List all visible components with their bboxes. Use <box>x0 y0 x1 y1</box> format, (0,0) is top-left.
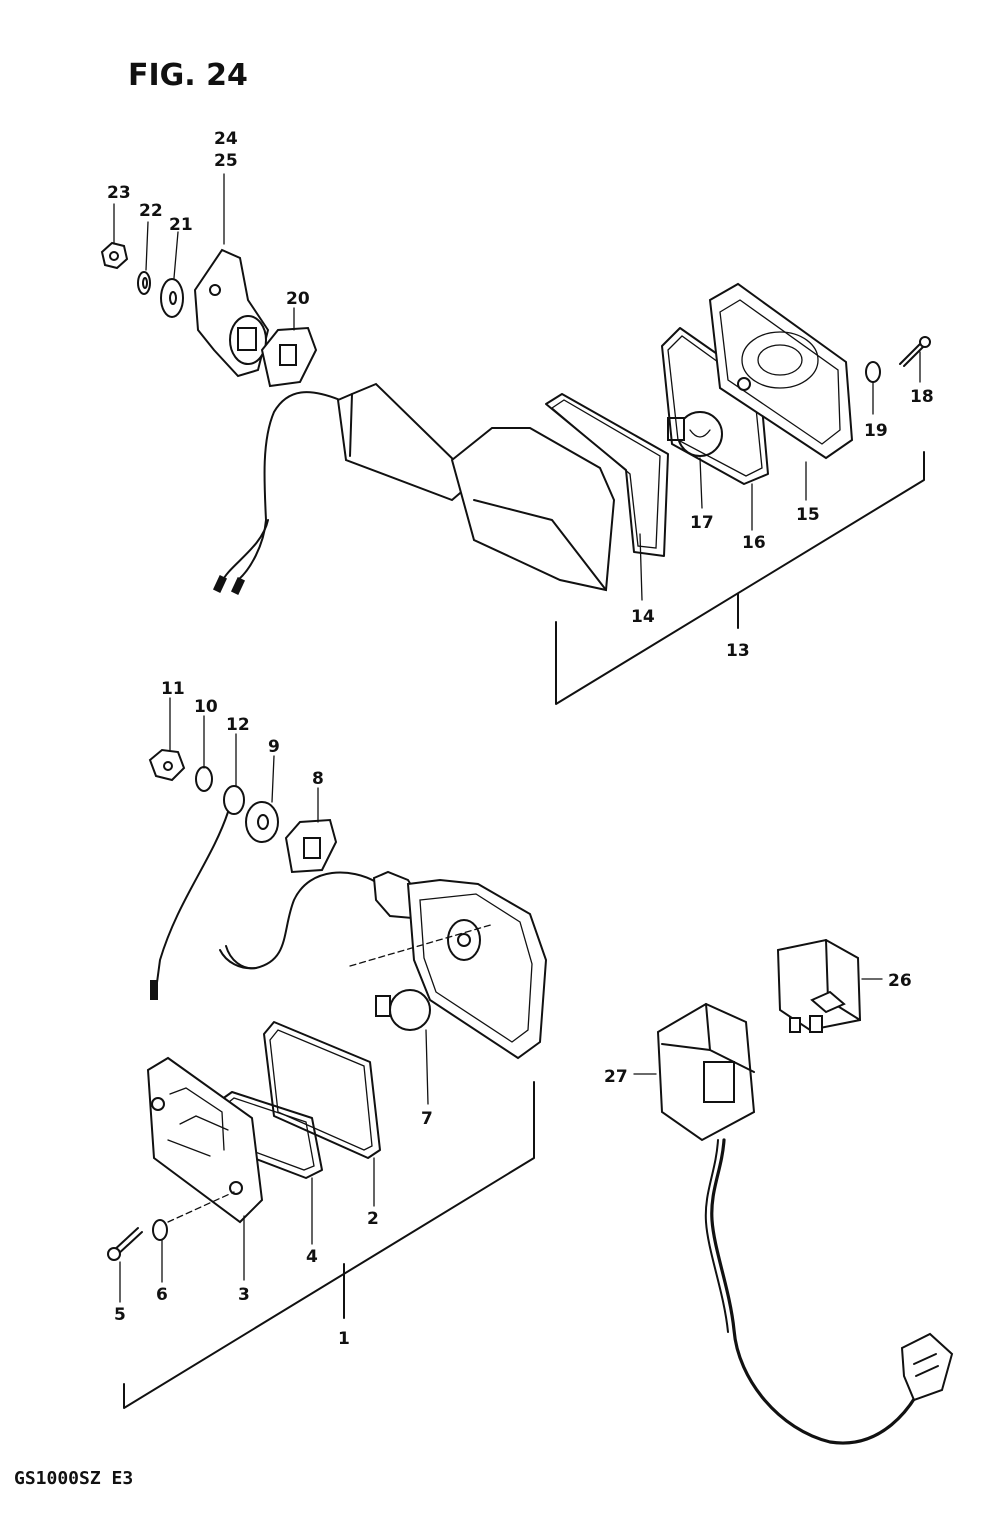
grommet-8 <box>284 818 338 874</box>
ground-wire-12 <box>150 785 245 1000</box>
lens-15 <box>708 282 854 460</box>
callout-16: 16 <box>742 533 766 553</box>
callout-4: 4 <box>306 1247 318 1267</box>
callout-7: 7 <box>421 1109 433 1129</box>
bulb-7 <box>375 989 431 1031</box>
callout-5: 5 <box>114 1305 126 1325</box>
callout-17: 17 <box>690 513 714 533</box>
callout-23: 23 <box>107 183 131 203</box>
callout-8: 8 <box>312 769 324 789</box>
callout-1: 1 <box>338 1329 350 1349</box>
callout-15: 15 <box>796 505 820 525</box>
rear-turn-signal-assembly <box>100 241 931 595</box>
callout-12: 12 <box>226 715 250 735</box>
bulb-17 <box>667 411 723 457</box>
leader-lines <box>113 173 921 1303</box>
callout-26: 26 <box>888 971 912 991</box>
callout-10: 10 <box>194 697 218 717</box>
callout-25: 25 <box>214 151 238 171</box>
callout-24: 24 <box>214 129 238 149</box>
lock-washer-22 <box>137 271 151 295</box>
callout-22: 22 <box>139 201 163 221</box>
callout-6: 6 <box>156 1285 168 1305</box>
screw-5 <box>107 1227 143 1261</box>
gasket-2 <box>263 1021 381 1159</box>
bracket-line-1 <box>123 1081 535 1409</box>
relay-26 <box>776 938 862 1033</box>
callout-27: 27 <box>604 1067 628 1087</box>
nut-23 <box>100 241 129 270</box>
callout-18: 18 <box>910 387 934 407</box>
wire-lower <box>219 871 377 970</box>
lens-3 <box>146 1056 264 1224</box>
callout-20: 20 <box>286 289 310 309</box>
lock-washer-10 <box>195 766 213 792</box>
nut-11 <box>148 748 186 782</box>
bracket-24-25 <box>193 248 270 378</box>
washer-21 <box>160 278 184 318</box>
callout-13: 13 <box>726 641 750 661</box>
gasket-16 <box>661 327 769 485</box>
callout-19: 19 <box>864 421 888 441</box>
lamp-housing-lower <box>372 870 548 1060</box>
lamp-housing-upper <box>336 382 616 592</box>
callout-11: 11 <box>161 679 185 699</box>
grommet-20 <box>260 326 318 388</box>
callout-21: 21 <box>169 215 193 235</box>
wire-upper <box>237 391 341 581</box>
model-code: GS1000SZ E3 <box>14 1468 134 1489</box>
screw-18 <box>899 336 931 367</box>
callout-14: 14 <box>631 607 655 627</box>
flasher-unit-27 <box>656 1002 954 1445</box>
washer-9 <box>245 801 279 843</box>
callout-labels: 23 22 21 24 25 20 14 13 17 16 15 19 18 1… <box>107 129 934 1349</box>
bracket-line-13 <box>555 451 925 705</box>
callout-2: 2 <box>367 1209 379 1229</box>
callout-9: 9 <box>268 737 280 757</box>
callout-3: 3 <box>238 1285 250 1305</box>
front-turn-signal-assembly <box>107 748 548 1261</box>
figure-title: FIG. 24 <box>128 58 248 93</box>
washer-19 <box>865 361 881 383</box>
washer-6 <box>152 1219 168 1241</box>
